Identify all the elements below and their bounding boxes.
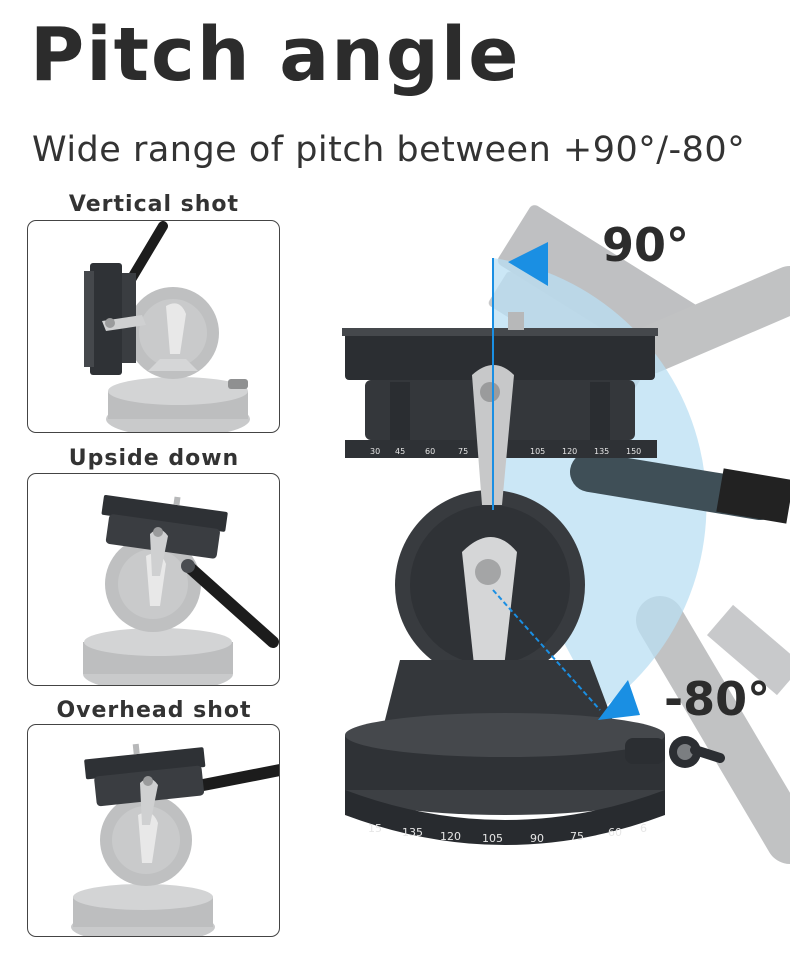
upper-scale-tick-30: 30 [370, 447, 380, 456]
upper-scale-tick-75: 75 [458, 447, 468, 456]
card-label-overhead-shot: Overhead shot [56, 698, 252, 723]
vertical-shot-illustration [84, 221, 250, 432]
upper-scale-tick-135: 135 [594, 447, 609, 456]
base-scale-tick-120: 120 [440, 830, 461, 843]
angle-label-bottom: -80° [664, 672, 771, 726]
card-overhead-shot [27, 724, 280, 937]
base-scale-tick-135: 135 [402, 826, 423, 839]
base-scale-tick-60: 60 [608, 826, 622, 839]
base-scale-tick-90: 90 [530, 832, 544, 845]
card-upside-down [27, 473, 280, 686]
card-label-vertical-shot: Vertical shot [68, 192, 240, 217]
card-label-upside-down: Upside down [68, 446, 240, 471]
pitch-head-illustration: 30 45 60 75 105 120 135 150 15 135 120 1… [342, 205, 790, 864]
base-scale-tick-105: 105 [482, 832, 503, 845]
base-scale-tick-15: 15 [368, 822, 382, 835]
down-arrow-icon [598, 680, 640, 720]
angle-label-top: 90° [602, 218, 690, 272]
base-scale-tick-6: 6 [640, 822, 647, 835]
page-title: Pitch angle [30, 12, 521, 98]
upper-scale-tick-120: 120 [562, 447, 577, 456]
upper-scale-tick-150: 150 [626, 447, 641, 456]
card-vertical-shot [27, 220, 280, 433]
upside-down-illustration [83, 495, 279, 685]
base-scale-tick-75: 75 [570, 830, 584, 843]
overhead-shot-illustration [71, 743, 279, 936]
upper-scale-tick-60: 60 [425, 447, 435, 456]
main-figure: 30 45 60 75 105 120 135 150 15 135 120 1… [290, 200, 790, 972]
page-subtitle: Wide range of pitch between +90°/-80° [32, 130, 746, 170]
upper-scale-tick-45: 45 [395, 447, 405, 456]
upper-scale-tick-105: 105 [530, 447, 545, 456]
up-arrow-icon [508, 242, 548, 286]
